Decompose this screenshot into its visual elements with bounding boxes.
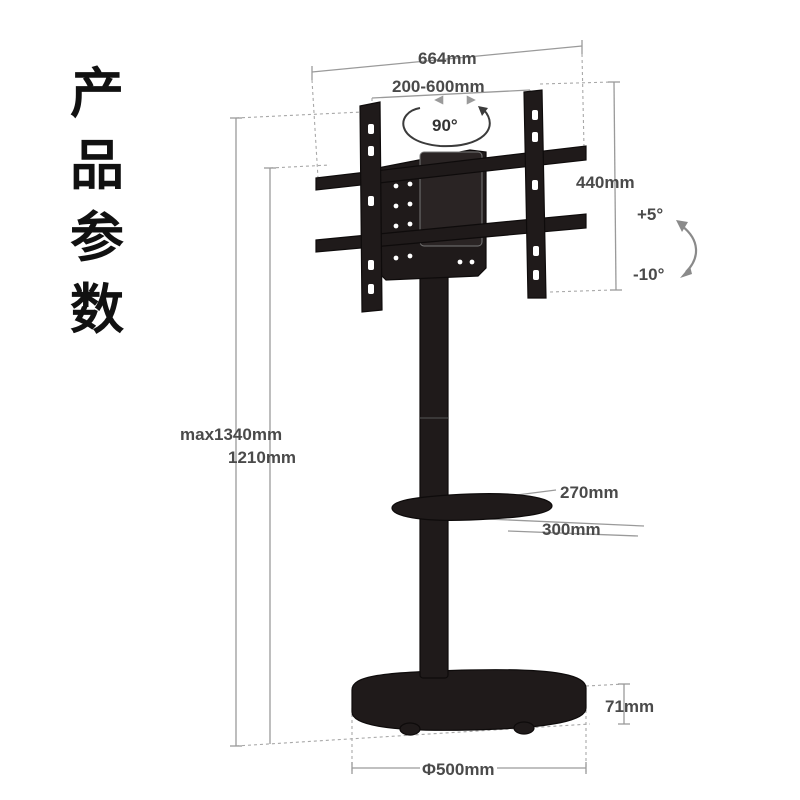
mount-height-label: 440mm — [576, 173, 635, 192]
tv-stand — [315, 89, 587, 736]
vesa-range-label: 200-600mm — [392, 77, 485, 96]
base-height-label: 71mm — [605, 697, 655, 716]
tilt-up-label: +5° — [637, 205, 664, 224]
mount-width-label: 664mm — [418, 49, 477, 68]
title-char: 参 — [70, 206, 124, 269]
shelf-width-label: 300mm — [542, 520, 601, 539]
left-bracket — [359, 101, 383, 313]
shelf — [391, 493, 553, 521]
title-char: 数 — [70, 278, 124, 341]
shelf-depth-label: 270mm — [560, 483, 619, 502]
min-height-label: 1210mm — [228, 448, 297, 467]
pole — [419, 269, 449, 679]
rotation-label: 90° — [432, 116, 458, 135]
rotation-arrows — [402, 95, 491, 148]
title-char: 产 — [70, 62, 124, 125]
tilt-arrow — [676, 220, 698, 278]
lower-arm — [315, 213, 587, 253]
base — [351, 669, 587, 731]
max-height-label: max1340mm — [180, 425, 283, 444]
base-diameter-label: Φ500mm — [420, 760, 497, 779]
wheel — [399, 722, 421, 736]
tilt-down-label: -10° — [633, 265, 665, 284]
bracket-slots — [368, 110, 539, 294]
wheel — [513, 721, 535, 735]
right-bracket — [523, 89, 547, 299]
title-char: 品 — [70, 134, 124, 197]
upper-arm — [315, 145, 587, 191]
page-title: 产 品 参 数 — [62, 58, 132, 346]
